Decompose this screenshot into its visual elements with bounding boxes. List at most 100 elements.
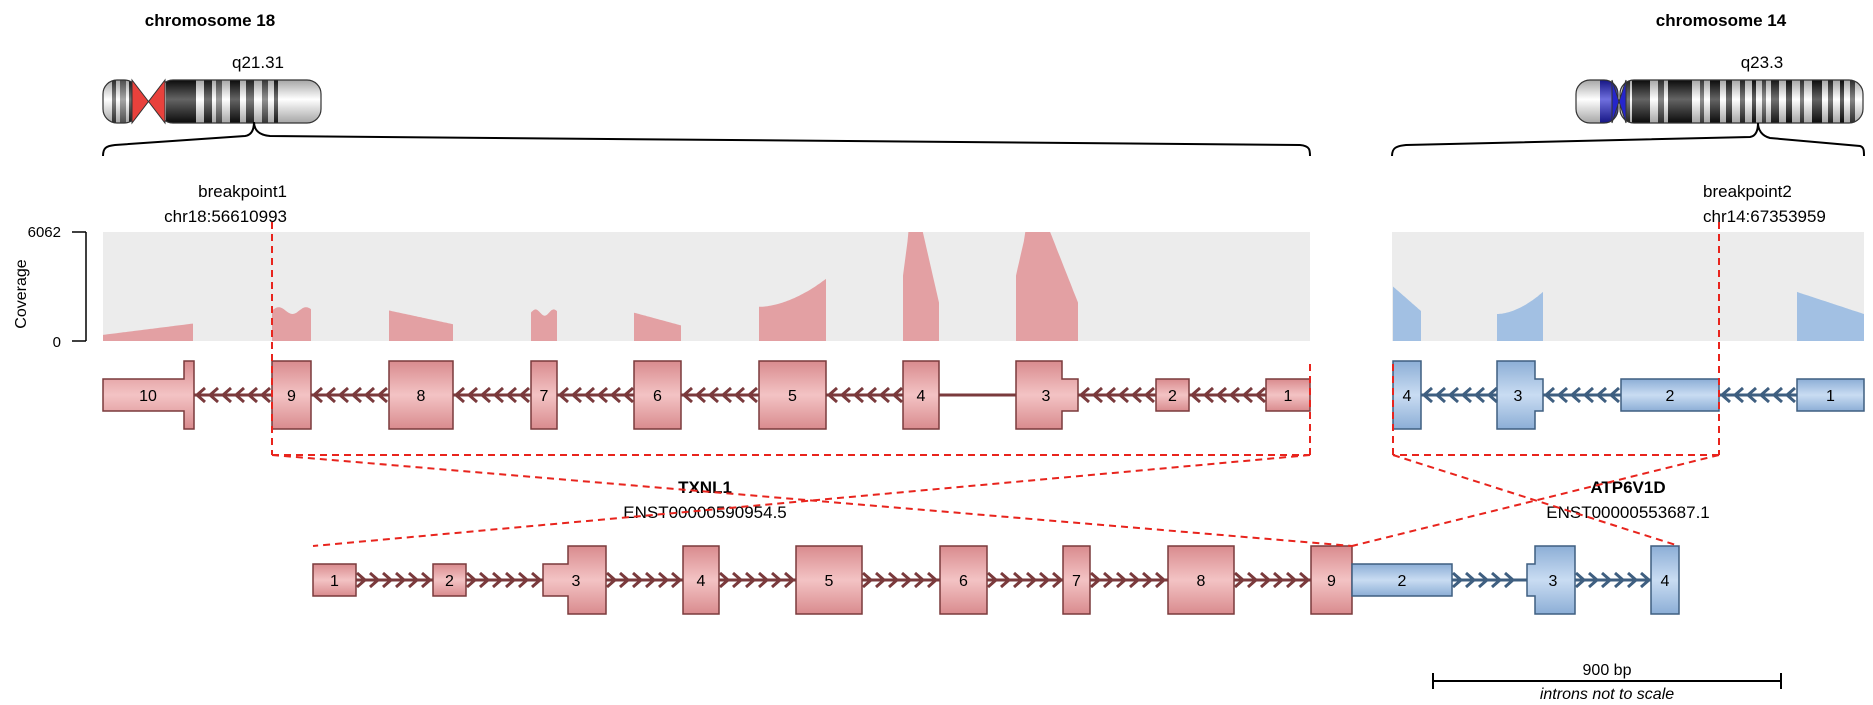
intron-arrow — [1026, 571, 1038, 589]
exon-10 — [102, 360, 195, 430]
intron-arrow — [466, 571, 478, 589]
coverage-track-txnl1 — [103, 232, 1078, 341]
exon-2-label: 2 — [1666, 388, 1675, 405]
gene-left-transcript: ENST00000590954.5 — [623, 503, 787, 522]
fusion-exon-6-label: 6 — [959, 573, 968, 590]
exon-4-label: 4 — [1403, 388, 1412, 405]
breakpoint-dashed-line — [1351, 454, 1720, 547]
intron-arrow — [1595, 386, 1607, 404]
intron-arrow — [421, 571, 433, 589]
coverage-peak — [103, 323, 193, 341]
fusion-exon-7 — [1062, 545, 1091, 615]
intron-arrow — [596, 386, 608, 404]
exon-1-label: 1 — [1826, 388, 1835, 405]
intron-arrow — [732, 571, 744, 589]
intron-arrow — [1091, 386, 1103, 404]
fusion-exon-atp-2 — [1351, 563, 1453, 597]
intron-arrow — [492, 386, 504, 404]
intron-arrow — [1130, 386, 1142, 404]
intron-arrow — [583, 386, 595, 404]
exon-2 — [1620, 378, 1720, 412]
exon-2 — [1155, 378, 1190, 412]
breakpoint-lines — [271, 222, 1720, 547]
exon-3 — [1496, 360, 1544, 430]
intron-arrow — [671, 571, 683, 589]
chromosome-14-ideogram — [1575, 79, 1864, 124]
intron-arrow — [694, 386, 706, 404]
intron-arrow — [1732, 386, 1744, 404]
intron-arrow — [492, 571, 504, 589]
fusion-exon-1-label: 1 — [330, 573, 339, 590]
intron-arrow — [1013, 571, 1025, 589]
intron-arrow — [1234, 571, 1246, 589]
intron-arrow — [784, 571, 796, 589]
fusion-exon-3-label: 3 — [572, 573, 581, 590]
intron-arrow — [875, 571, 887, 589]
intron-arrow — [1155, 571, 1167, 589]
intron-arrow — [207, 386, 219, 404]
coverage-peak — [903, 232, 939, 341]
intron-arrow — [246, 386, 258, 404]
intron-arrow — [1254, 386, 1266, 404]
intron-arrow — [878, 386, 890, 404]
breakpoint1-label: breakpoint1 — [198, 182, 287, 201]
intron-arrow — [376, 386, 388, 404]
intron-arrow — [1078, 386, 1090, 404]
exon-5 — [758, 360, 827, 430]
coverage-peak — [272, 307, 311, 341]
intron-arrow — [1189, 386, 1201, 404]
fusion-exon-4-label: 4 — [697, 573, 706, 590]
intron-arrow — [681, 386, 693, 404]
intron-arrow — [1447, 386, 1459, 404]
exon-9-label: 9 — [287, 388, 296, 405]
intron-arrow — [505, 386, 517, 404]
exon-7 — [530, 360, 558, 430]
breakpoint2-coordinate: chr14:67353959 — [1703, 207, 1826, 226]
fusion-exon-atp-3 — [1526, 545, 1576, 615]
fusion-exon-5 — [795, 545, 863, 615]
fusion-exon-2-label: 2 — [445, 573, 454, 590]
intron-arrow — [622, 386, 634, 404]
exon-8 — [388, 360, 454, 430]
intron-arrow — [1104, 386, 1116, 404]
fusion-exon-2 — [432, 563, 467, 597]
exon-6-label: 6 — [653, 388, 662, 405]
coverage-max-label: 6062 — [28, 224, 61, 241]
scale-bar-note: introns not to scale — [1540, 686, 1674, 703]
chromosome-right-title: chromosome 14 — [1656, 11, 1787, 30]
fusion-exon-8 — [1167, 545, 1235, 615]
intron-arrow — [1614, 571, 1626, 589]
intron-arrow — [1556, 386, 1568, 404]
intron-arrow — [531, 571, 543, 589]
breakpoint-dashed-line — [271, 454, 1353, 547]
coverage-axis: 6062 0 Coverage — [13, 224, 87, 351]
intron-arrow — [408, 571, 420, 589]
intron-arrow — [758, 571, 770, 589]
intron-arrow — [1286, 571, 1298, 589]
intron-arrow — [1486, 386, 1498, 404]
intron-arrow — [1000, 571, 1012, 589]
intron-arrow — [1478, 571, 1490, 589]
coverage-peak — [1797, 291, 1864, 341]
intron-arrow — [1784, 386, 1796, 404]
exon-1 — [1796, 378, 1865, 412]
fusion-exon-atp-2-label: 2 — [1398, 573, 1407, 590]
gene-left-name: TXNL1 — [678, 478, 732, 497]
intron-arrow — [1627, 571, 1639, 589]
fusion-exon-8-label: 8 — [1197, 573, 1206, 590]
intron-arrow — [1039, 571, 1051, 589]
intron-arrow — [466, 386, 478, 404]
intron-arrow — [852, 386, 864, 404]
intron-arrow — [1582, 386, 1594, 404]
intron-arrow — [1421, 386, 1433, 404]
breakpoint-dashed-line — [312, 454, 1311, 547]
coverage-peak — [1497, 291, 1543, 341]
intron-arrow — [1575, 571, 1587, 589]
intron-arrow — [914, 571, 926, 589]
chromosome-left-band: q21.31 — [232, 53, 284, 72]
intron-arrow — [1247, 571, 1259, 589]
coverage-peak — [531, 309, 557, 341]
intron-arrow — [1215, 386, 1227, 404]
centromere — [131, 78, 166, 125]
